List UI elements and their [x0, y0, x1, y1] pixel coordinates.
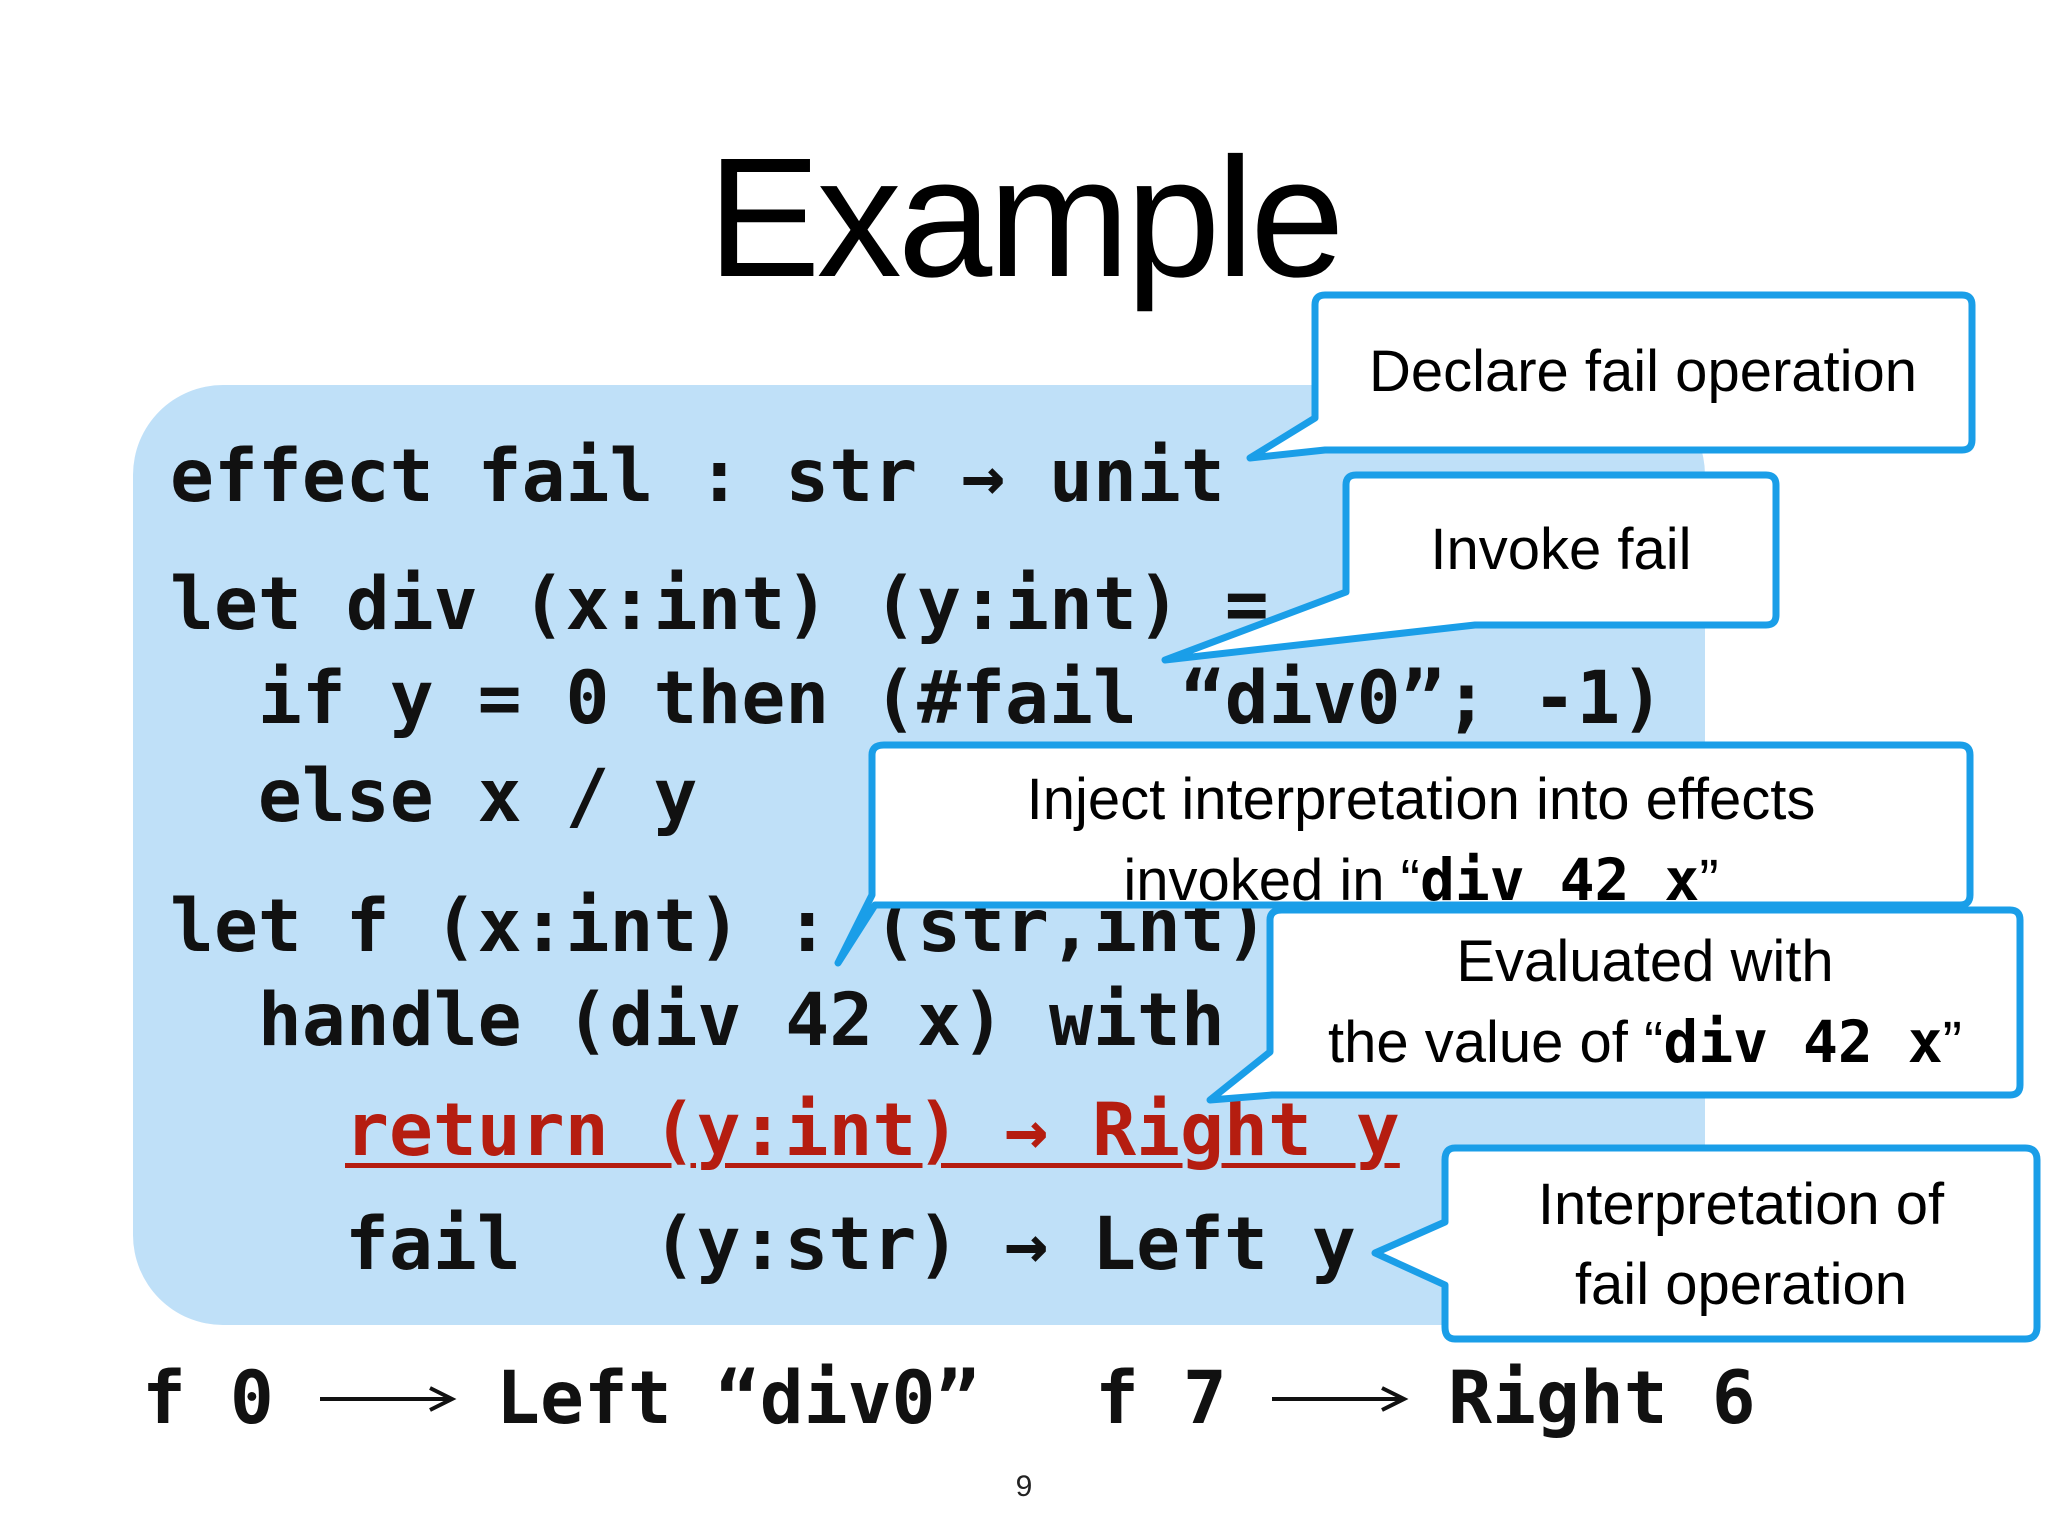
callout-interp-line1: Interpretation of	[1537, 1172, 1945, 1237]
callout-invoke-text: Invoke fail	[1430, 517, 1692, 582]
callout-evaluated-text: Evaluated with the value of “div 42 x”	[1274, 922, 2016, 1083]
callout-evaluated-bubble	[1206, 906, 2024, 1104]
long-arrow-right-icon	[1272, 1386, 1409, 1412]
callout-evaluated-line2: the value of “div 42 x”	[1328, 1008, 1962, 1076]
result-output-1: Left “div0”	[496, 1356, 980, 1441]
code-line-effect: effect fail : str → unit	[170, 434, 1225, 519]
code-line-return: return (y:int) → Right y	[345, 1088, 1400, 1173]
callout-interp-text: Interpretation of fail operation	[1449, 1165, 2033, 1325]
callout-inject-line2: invoked in “div 42 x”	[1123, 846, 1719, 914]
callout-inject-bubble	[834, 741, 1974, 967]
long-arrow-right-icon	[320, 1386, 457, 1412]
result-call-2: f 7	[1095, 1356, 1227, 1441]
result-output-2: Right 6	[1448, 1356, 1756, 1441]
slide-title: Example	[707, 123, 1344, 313]
callout-interp-bubble	[1371, 1144, 2041, 1343]
callout-inject-text: Inject interpretation into effects invok…	[876, 760, 1966, 921]
callout-declare-bubble	[1246, 291, 1976, 462]
callout-interp-line2: fail operation	[1574, 1252, 1908, 1317]
result-call-1: f 0	[142, 1356, 274, 1441]
code-line-handle: handle (div 42 x) with	[170, 978, 1225, 1063]
code-line-if: if y = 0 then (#fail “div0”; -1)	[170, 656, 1665, 741]
callout-declare-text: Declare fail operation	[1368, 339, 1918, 404]
callout-invoke-bubble	[1161, 471, 1780, 664]
code-line-fail: fail (y:str) → Left y	[345, 1202, 1356, 1287]
callout-evaluated-line1: Evaluated with	[1456, 929, 1834, 994]
callout-inject-line1: Inject interpretation into effects	[1026, 767, 1816, 832]
page-number: 9	[1015, 1470, 1033, 1503]
code-line-else: else x / y	[170, 754, 698, 839]
